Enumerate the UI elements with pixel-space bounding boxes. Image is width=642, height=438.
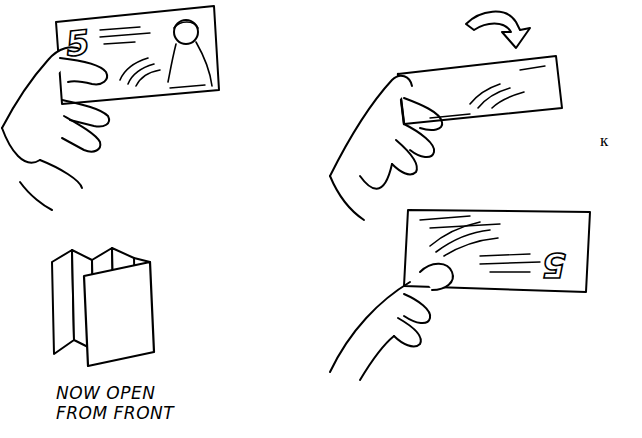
cropped-text: к — [600, 132, 608, 149]
bill-denomination: 5 — [64, 25, 91, 61]
hand-holding-turned-bill — [330, 210, 590, 380]
instruction-note: NOW OPEN FROM FRONT — [56, 384, 176, 423]
folded-bill — [52, 248, 154, 366]
folding-bill — [330, 12, 562, 220]
hand-holding-bill — [2, 6, 219, 210]
bill-denomination: 5 — [542, 248, 566, 282]
